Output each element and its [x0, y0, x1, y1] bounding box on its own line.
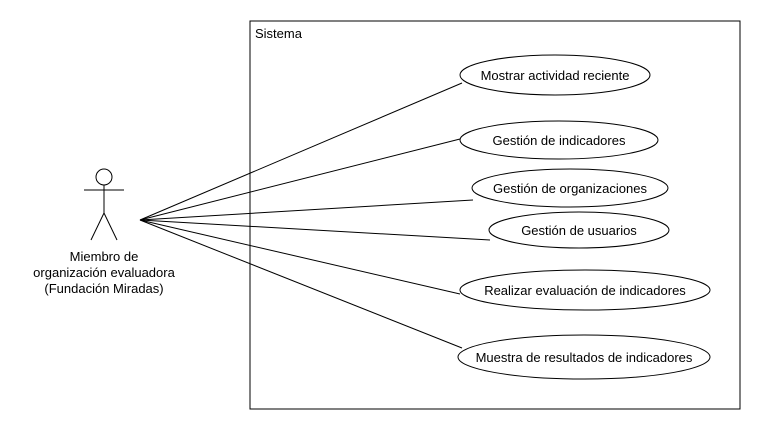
- use-case-ellipse: [471, 168, 669, 208]
- system-label: Sistema: [255, 26, 303, 41]
- actor-label-line-3: (Fundación Miradas): [44, 281, 163, 296]
- use-case-ellipse: [488, 211, 670, 249]
- use-case-label: Mostrar actividad reciente: [481, 68, 630, 83]
- association-gestion-indicadores: [139, 138, 461, 221]
- use-case-ellipse: [459, 54, 651, 96]
- association-gestion-usuarios: [139, 219, 491, 241]
- use-case-gestion-organizaciones: Gestión de organizaciones: [471, 168, 669, 208]
- use-case-ellipse: [457, 334, 711, 380]
- actor-left-leg: [90, 212, 105, 241]
- use-case-label: Muestra de resultados de indicadores: [476, 350, 693, 365]
- association-muestra-resultados: [139, 219, 463, 349]
- use-case-ellipse: [459, 120, 659, 160]
- actor: Miembro de organización evaluadora (Fund…: [33, 168, 176, 296]
- actor-right-leg: [103, 212, 118, 241]
- use-case-ellipse: [459, 269, 711, 311]
- use-case-label: Gestión de indicadores: [493, 133, 626, 148]
- actor-label-line-2: organización evaluadora: [33, 265, 175, 280]
- actor-head: [95, 168, 113, 186]
- association-realizar-evaluacion: [139, 219, 461, 295]
- use-case-realizar-evaluacion: Realizar evaluación de indicadores: [459, 269, 711, 311]
- use-case-label: Gestión de organizaciones: [493, 181, 647, 196]
- use-case-muestra-resultados: Muestra de resultados de indicadores: [457, 334, 711, 380]
- association-mostrar-actividad: [139, 82, 463, 221]
- use-case-label: Realizar evaluación de indicadores: [484, 283, 686, 298]
- associations: [139, 82, 491, 349]
- use-case-gestion-indicadores: Gestión de indicadores: [459, 120, 659, 160]
- use-case-gestion-usuarios: Gestión de usuarios: [488, 211, 670, 249]
- use-case-label: Gestión de usuarios: [521, 223, 637, 238]
- use-case-mostrar-actividad: Mostrar actividad reciente: [459, 54, 651, 96]
- association-gestion-organizaciones: [139, 199, 474, 221]
- actor-label-line-1: Miembro de: [70, 249, 139, 264]
